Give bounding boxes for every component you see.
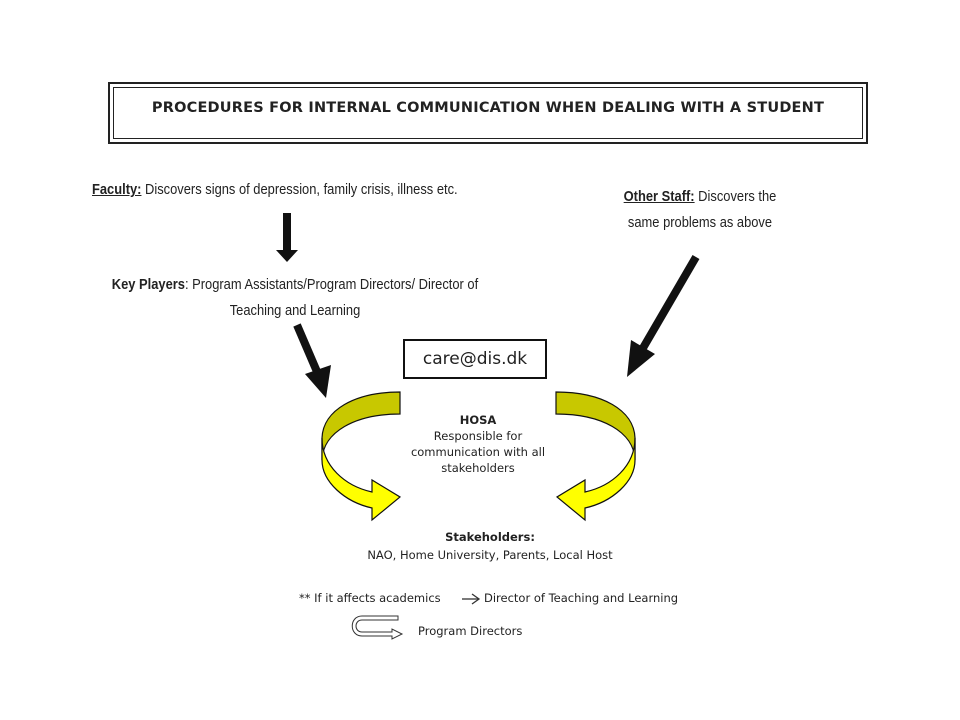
faculty-statement: Faculty: Discovers signs of depression, … xyxy=(92,181,458,198)
title-box: PROCEDURES FOR INTERNAL COMMUNICATION WH… xyxy=(108,82,868,144)
stakeholders-title: Stakeholders: xyxy=(445,530,535,544)
hosa-title: HOSA xyxy=(459,413,497,427)
faculty-label: Faculty: xyxy=(92,181,142,198)
key-players-label: Key Players xyxy=(111,276,185,293)
key-players-statement: Key Players: Program Assistants/Program … xyxy=(50,272,540,324)
key-players-text-line1: : Program Assistants/Program Directors/ … xyxy=(184,276,479,293)
left-curved-arrow xyxy=(321,391,402,522)
title-inner-frame: PROCEDURES FOR INTERNAL COMMUNICATION WH… xyxy=(113,87,863,139)
footnote-right-arrow xyxy=(462,593,481,605)
key-players-diagonal-arrow xyxy=(293,323,331,398)
footnote-curved-arrow xyxy=(351,615,404,640)
footnote-program-directors: Program Directors xyxy=(418,624,523,638)
hosa-line3: stakeholders xyxy=(441,461,515,475)
page-title: PROCEDURES FOR INTERNAL COMMUNICATION WH… xyxy=(151,100,825,116)
footnote-prefix: ** If it affects academics xyxy=(299,591,441,605)
care-email-box: care@dis.dk xyxy=(403,339,547,379)
other-staff-statement: Other Staff: Discovers the same problems… xyxy=(560,184,840,236)
other-staff-text-line2: same problems as above xyxy=(627,214,773,231)
footnote-target: Director of Teaching and Learning xyxy=(484,591,679,605)
hosa-line2: communication with all xyxy=(410,445,546,459)
faculty-text: Discovers signs of depression, family cr… xyxy=(141,181,458,198)
other-staff-label: Other Staff: xyxy=(623,188,695,205)
stakeholders-block: Stakeholders: NAO, Home University, Pare… xyxy=(300,528,680,564)
stakeholders-list: NAO, Home University, Parents, Local Hos… xyxy=(367,548,613,562)
right-curved-arrow xyxy=(555,391,636,522)
hosa-line1: Responsible for xyxy=(433,429,523,443)
faculty-down-arrow xyxy=(276,213,298,262)
hosa-block: HOSA Responsible for communication with … xyxy=(385,412,571,476)
key-players-text-line2: Teaching and Learning xyxy=(229,302,361,319)
other-staff-text-line1: Discovers the xyxy=(694,188,777,205)
other-staff-diagonal-arrow xyxy=(627,254,700,377)
